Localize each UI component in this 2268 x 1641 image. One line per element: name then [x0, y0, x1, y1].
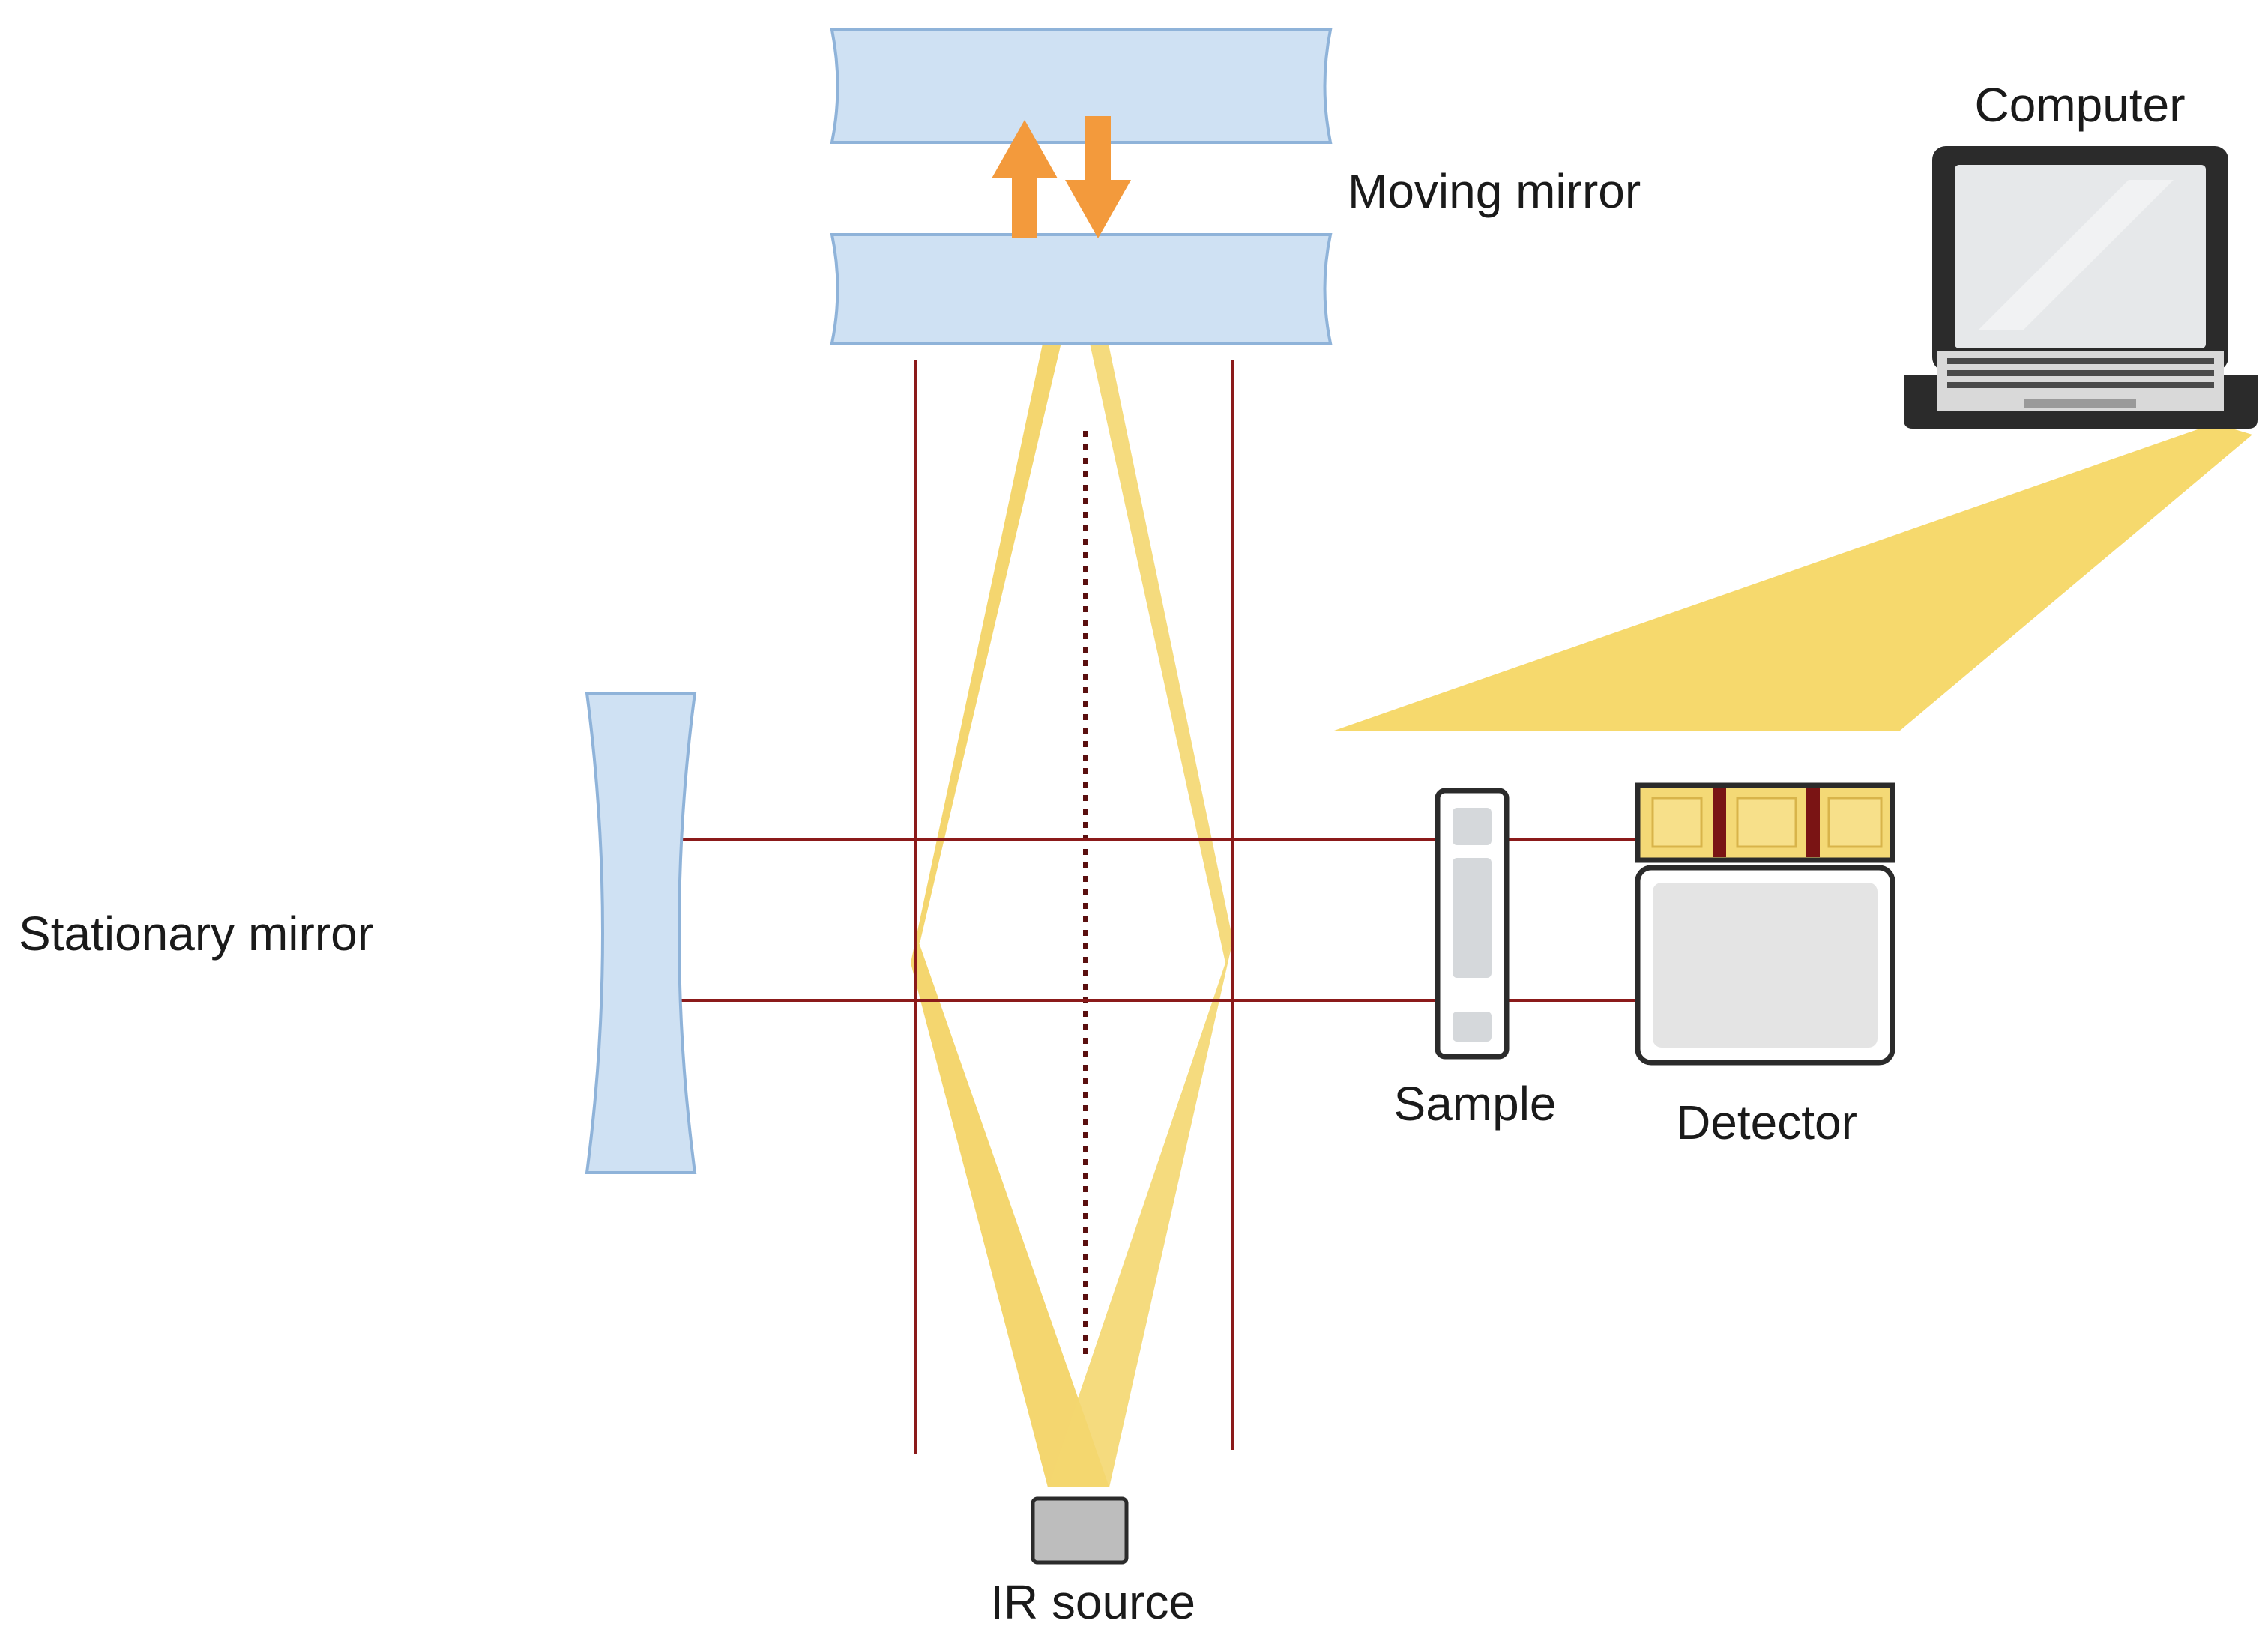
sample-holder: [1435, 788, 1510, 1060]
label-detector: Detector: [1676, 1095, 1857, 1149]
moving-mirror-top: [830, 28, 1333, 144]
label-sample: Sample: [1394, 1077, 1557, 1131]
detector: [1635, 782, 1895, 1066]
stationary-mirror: [585, 692, 697, 1174]
ir-beam: [911, 330, 1233, 1487]
up-down-arrows-icon: [992, 116, 1131, 238]
label-computer: Computer: [1975, 78, 2186, 132]
ir-source-box: [1031, 1496, 1129, 1565]
laptop-icon: [1904, 146, 2258, 429]
moving-mirror: [830, 28, 1333, 345]
signal-beam: [1334, 423, 2252, 731]
label-stationary-mirror: Stationary mirror: [19, 907, 373, 961]
label-ir-source: IR source: [990, 1575, 1195, 1629]
moving-mirror-bottom: [830, 233, 1333, 345]
label-moving-mirror: Moving mirror: [1348, 164, 1641, 218]
